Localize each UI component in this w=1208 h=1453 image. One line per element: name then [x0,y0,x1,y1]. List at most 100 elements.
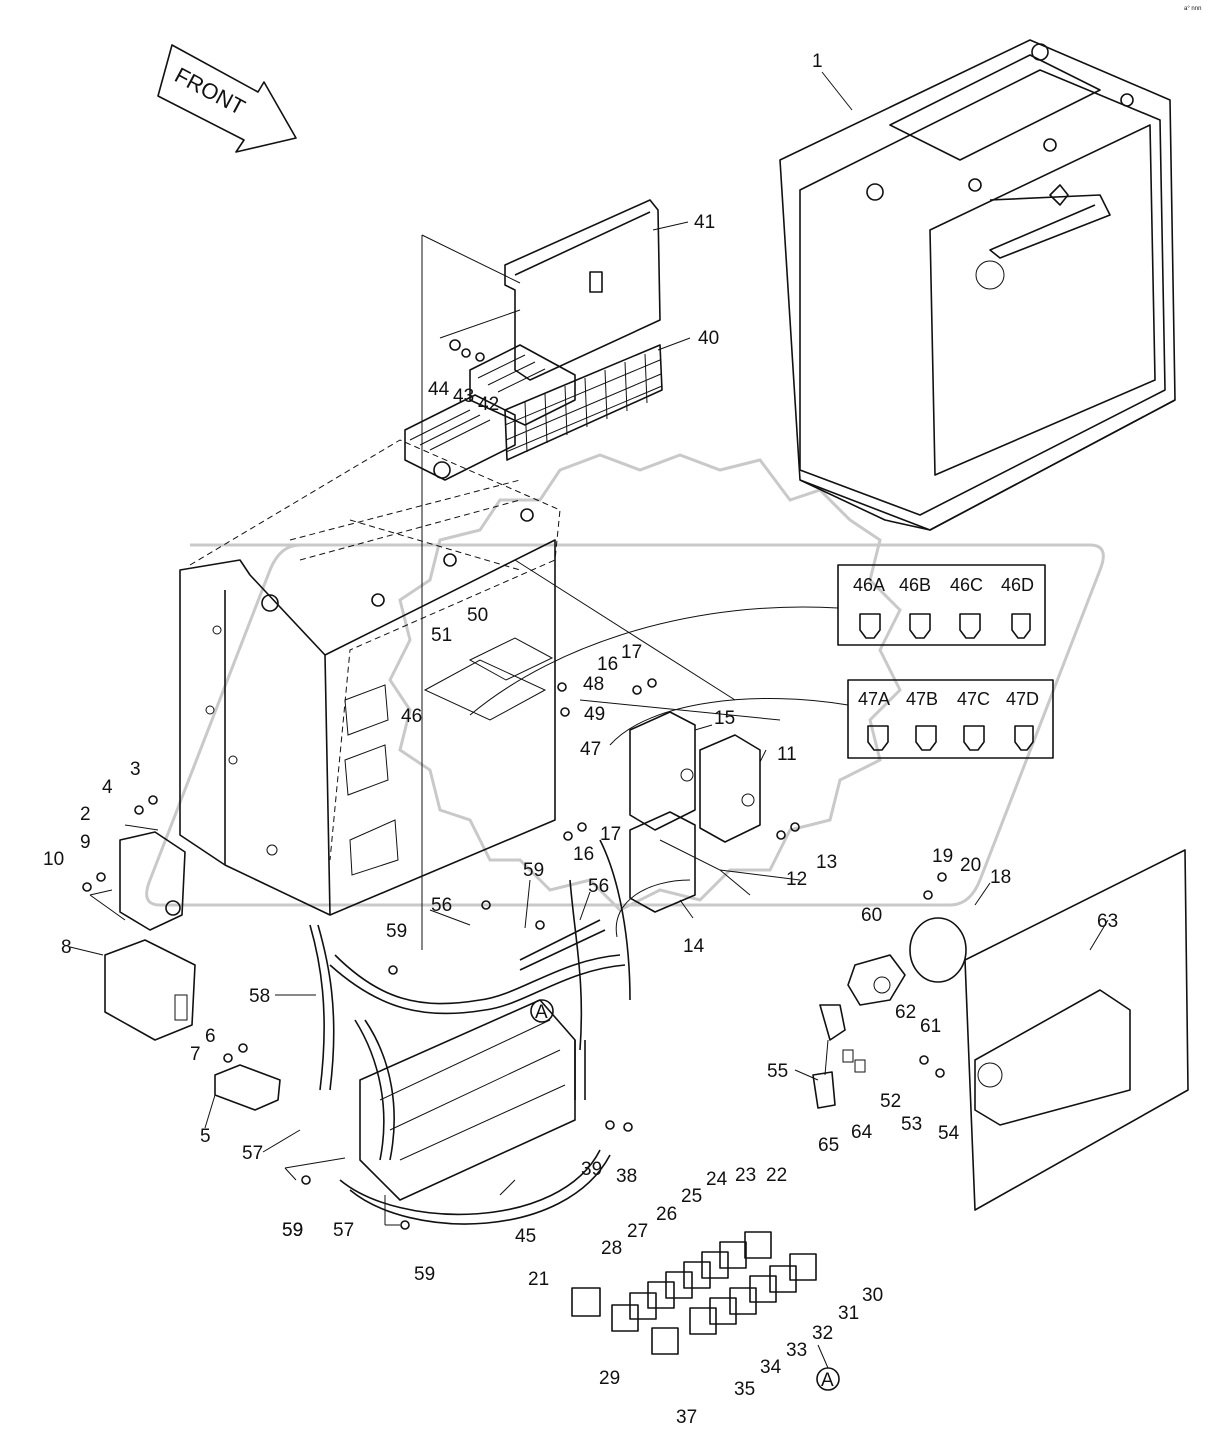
callout: 44 [428,379,450,400]
callout: 61 [920,1016,941,1037]
callout: 52 [880,1091,901,1112]
callout: 57 [333,1220,354,1241]
callout: 16 [597,654,618,675]
callout: 16 [573,844,594,865]
callout: 63 [1097,911,1118,932]
callout: 59 [282,1220,303,1241]
controller-8 [104,939,196,1041]
callout: 24 [706,1169,728,1190]
callout: 47 [580,739,601,760]
callout: 46 [401,706,422,727]
callout: 54 [938,1123,960,1144]
relay-5 [214,1064,281,1111]
svg-text:46D: 46D [1001,575,1034,595]
svg-text:A: A [821,1370,834,1391]
callout: 19 [932,846,953,867]
relay-box-11 [699,734,761,843]
watermark-logo [145,453,1105,912]
front-label: FRONT [171,62,250,120]
svg-text:A: A [535,1002,548,1023]
relay-group [571,1231,817,1355]
callout: 17 [600,824,621,845]
callout: 60 [861,905,882,926]
svg-text:46B: 46B [899,575,931,595]
callout: 51 [431,625,452,646]
relay-box-14 [629,811,696,913]
svg-text:47B: 47B [906,689,938,709]
callout: 11 [777,744,797,765]
callout: 38 [616,1166,637,1187]
callout: 6 [205,1026,216,1047]
callout: 33 [786,1340,807,1361]
callout: 39 [581,1159,602,1180]
callout: 32 [812,1323,833,1344]
callout: 27 [627,1221,648,1242]
wire-harness [309,839,631,1225]
fuse-group-46: 46A 46B 46C 46D [837,564,1046,646]
callout: 40 [698,328,719,349]
corner-code: a° nnn [1184,6,1201,12]
callout: 41 [694,212,715,233]
callout: 31 [838,1303,859,1324]
label-65 [842,1049,854,1063]
frame-lines [421,234,521,950]
front-arrow: FRONT [157,44,297,153]
callout: 8 [61,937,72,958]
label-64 [854,1059,866,1073]
fuse-block-47 [469,344,576,426]
callout: 65 [818,1135,839,1156]
callout: 14 [683,936,705,957]
callout: 55 [767,1061,788,1082]
relay-bank [359,999,576,1201]
sensor-60 [847,954,906,1006]
callout: 1 [812,51,823,72]
callout: 9 [80,832,91,853]
callout: 37 [676,1407,697,1428]
callout: 15 [714,708,735,729]
relay-box-15 [629,711,696,831]
callout: 59 [414,1264,435,1285]
controller-2 [119,831,186,931]
callout: 4 [102,777,113,798]
callout: 43 [453,386,474,407]
fuse-block-46 [404,394,516,481]
callout: 18 [990,867,1011,888]
callout: 10 [43,849,64,870]
callout: 30 [862,1285,883,1306]
callout: 28 [601,1238,622,1259]
svg-text:47D: 47D [1006,689,1039,709]
callout: 25 [681,1186,702,1207]
callout: 59 [523,860,544,881]
leader-lines [69,71,1109,1226]
callout: 53 [901,1114,922,1135]
callout: 5 [200,1126,211,1147]
callout: 48 [583,674,604,695]
svg-text:46A: 46A [853,575,885,595]
callout-labels: 1 2 3 4 5 6 7 8 9 10 11 12 13 14 15 16 1… [43,51,1118,1428]
callout: 17 [621,642,642,663]
grid-panel-40 [504,344,663,461]
callout: 20 [960,855,981,876]
labels-50-51 [423,637,554,721]
callout: 45 [515,1226,536,1247]
callout: 22 [766,1165,787,1186]
callout: 12 [786,869,807,890]
marker-a-2: A [816,1344,840,1391]
callout: 59 [282,1220,303,1241]
callout: 2 [80,804,91,825]
callout: 29 [599,1368,620,1389]
callout: 57 [242,1143,263,1164]
side-panel-63 [964,849,1189,1211]
svg-text:47A: 47A [858,689,890,709]
callout: 42 [478,394,499,415]
callout: 7 [190,1044,201,1065]
callout: 64 [851,1122,873,1143]
callout: 34 [760,1357,782,1378]
callout: 26 [656,1204,677,1225]
callout: 56 [588,876,609,897]
callout: 62 [895,1002,916,1023]
module-cover-41 [504,199,661,381]
gauge-18 [909,917,967,983]
callout: 13 [816,852,837,873]
